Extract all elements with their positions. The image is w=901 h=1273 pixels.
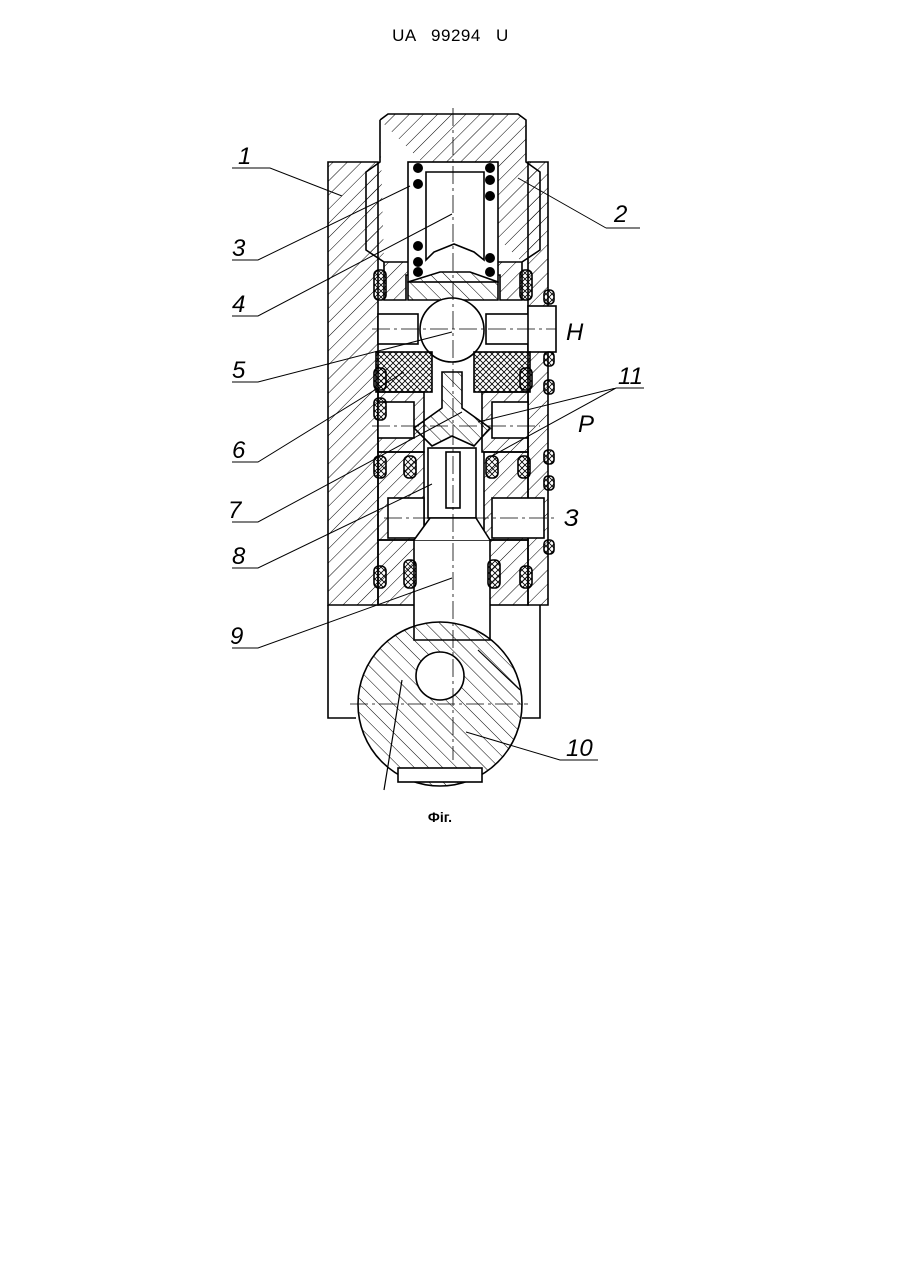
cam-base <box>398 768 482 782</box>
label-part-5: 5 <box>232 357 246 384</box>
label-part-6: 6 <box>232 437 246 464</box>
label-port-z: З <box>564 505 579 532</box>
label-part-10: 10 <box>566 735 593 762</box>
label-part-4: 4 <box>232 291 245 318</box>
label-part-1: 1 <box>238 143 251 170</box>
label-part-3: 3 <box>232 235 246 262</box>
port-p-channel-right <box>492 402 528 438</box>
figure-caption: Фіг. <box>0 809 880 825</box>
label-part-9: 9 <box>230 623 243 650</box>
label-part-11: 11 <box>618 363 643 390</box>
plunger-tip <box>414 518 490 540</box>
label-port-h: Н <box>566 319 584 346</box>
cam-shaft <box>416 652 464 700</box>
label-part-7: 7 <box>228 497 243 524</box>
label-port-p: Р <box>578 411 594 438</box>
label-part-8: 8 <box>232 543 246 570</box>
label-part-2: 2 <box>613 201 627 228</box>
